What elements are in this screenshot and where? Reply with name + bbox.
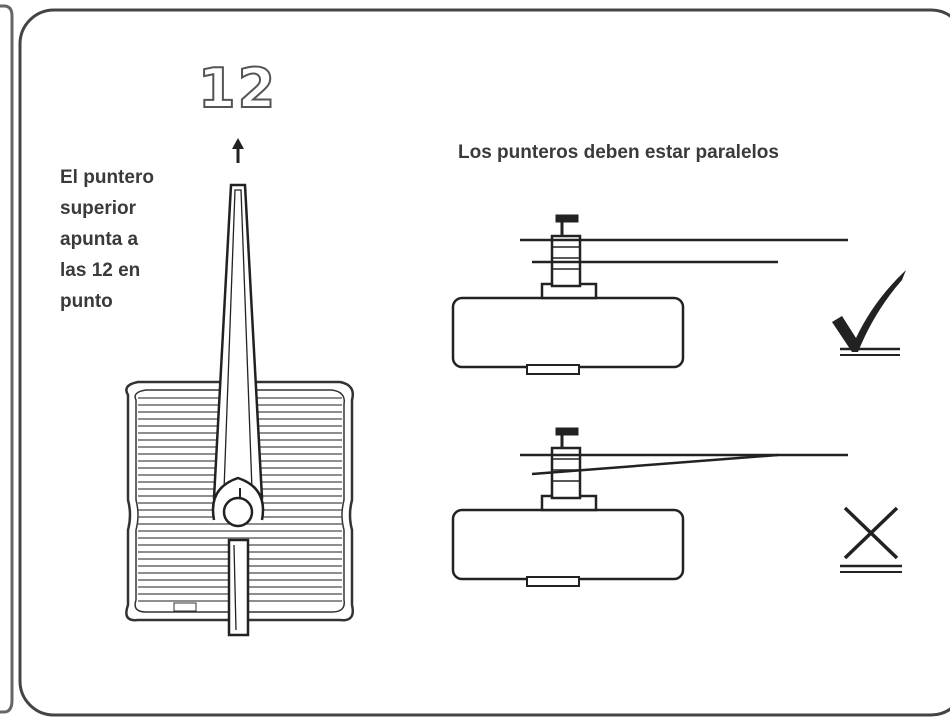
incorrect-side-view [451,427,848,587]
correct-side-view [451,214,848,375]
check-mark-icon [832,270,906,356]
left-panel-edge [0,4,14,714]
instruction-text: El puntero superior apunta a las 12 en p… [60,167,154,312]
cross-mark-icon [840,506,902,573]
parallel-hands-title: Los punteros deben estar paralelos [458,142,779,163]
twelve-numeral: 12 [197,57,278,120]
clock-hands [211,183,265,637]
up-arrow-icon [232,138,244,163]
